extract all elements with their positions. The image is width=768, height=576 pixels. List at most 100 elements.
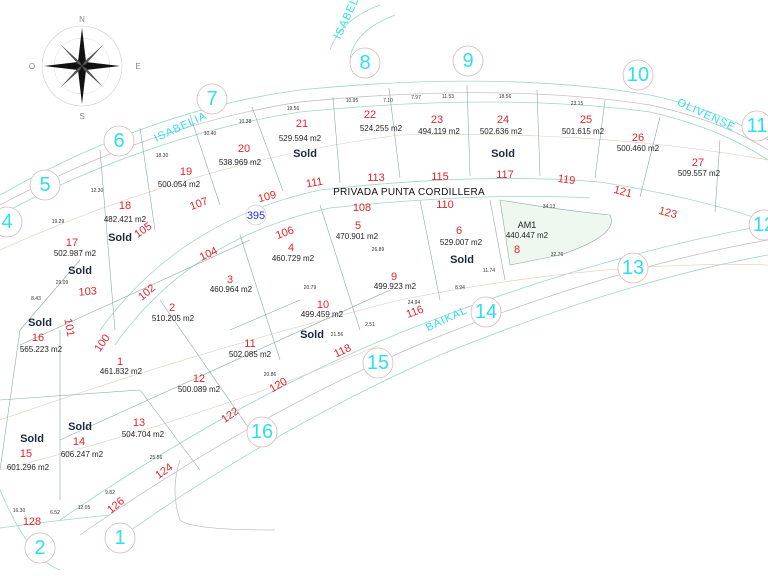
lot-area: 502.636 m2: [480, 127, 523, 136]
point-label: 8: [359, 52, 370, 74]
lot-area: 509.557 m2: [678, 169, 721, 178]
road-label: 119: [557, 173, 576, 187]
lot-number: 4: [288, 242, 294, 254]
lot-number: 5: [355, 220, 361, 232]
road-label: 101: [61, 317, 76, 337]
lot-area: 524.255 m2: [360, 124, 403, 133]
point-label: 13: [622, 257, 644, 279]
point-13: 13: [617, 252, 649, 284]
lot-number: 24: [497, 114, 509, 126]
dimension: 20.86: [264, 372, 277, 378]
road-label: 117: [496, 169, 514, 181]
lot-8[interactable]: 8: [514, 244, 520, 256]
road-label: 115: [431, 171, 449, 183]
lot-area: 499.459 m2: [301, 310, 344, 319]
road-lines: [0, 4, 768, 571]
point-8: 8: [349, 47, 381, 79]
sold-badge: Sold: [28, 317, 52, 329]
dimension: 10.95: [346, 98, 359, 104]
dimension: 11.74: [483, 268, 495, 274]
lot-area: 460.729 m2: [272, 254, 315, 263]
point-label: 4: [1, 211, 12, 233]
road-label: 113: [367, 172, 385, 184]
lot-number: 14: [73, 436, 85, 448]
sold-badge: Sold: [68, 421, 92, 433]
marker-395[interactable]: 395: [245, 204, 267, 226]
dimension: 8.94: [455, 285, 465, 291]
sold-badge: Sold: [68, 265, 92, 277]
dimension: 7.10: [383, 98, 393, 104]
dimension: 18.30: [156, 153, 169, 159]
point-label: 1: [114, 527, 125, 549]
dimension: 6.52: [50, 510, 60, 516]
lot-area: 510.205 m2: [152, 314, 195, 323]
lot-number: 18: [119, 200, 131, 212]
road-label: 126: [105, 495, 127, 516]
point-label: 5: [39, 174, 50, 196]
lot-18[interactable]: 18 482.421 m2 Sold: [104, 200, 147, 244]
road-label: 102: [136, 282, 158, 303]
lot-number: 26: [632, 132, 644, 144]
dimension: 9.82: [105, 490, 115, 496]
dimension: 23.15: [571, 101, 584, 107]
dimension: 34.13: [543, 204, 556, 210]
lot-area: 500.054 m2: [158, 180, 201, 189]
point-14: 14: [470, 296, 502, 328]
point-7: 7: [196, 83, 228, 115]
point-4: 4: [0, 206, 23, 238]
point-label: 16: [251, 421, 273, 443]
lot-area: 482.421 m2: [104, 215, 147, 224]
road-label: 103: [78, 285, 97, 299]
lot-area: 461.832 m2: [100, 367, 143, 376]
dimension: 18.56: [499, 94, 512, 100]
lot-area: 460.964 m2: [210, 285, 253, 294]
sold-badge: Sold: [108, 232, 132, 244]
dimension: 20.79: [304, 285, 317, 291]
dimension: 32.76: [551, 252, 564, 258]
lot-number: 6: [456, 225, 462, 237]
point-2: 2: [24, 532, 56, 564]
lot-area: 502.085 m2: [229, 350, 272, 359]
lot-19[interactable]: 19 500.054 m2: [158, 166, 201, 189]
lot-area: 440.447 m2: [506, 231, 549, 240]
lot-area: 500.089 m2: [178, 385, 221, 394]
lot-number: 19: [180, 166, 192, 178]
lot-boundaries: [0, 84, 721, 500]
road-label: 122: [219, 405, 241, 425]
dimension: 26.89: [372, 247, 385, 253]
marker-label: 395: [247, 210, 265, 222]
point-label: 6: [113, 130, 124, 152]
point-label: 2: [34, 537, 45, 559]
point-16: 16: [246, 416, 278, 448]
lot-area: 500.460 m2: [617, 144, 660, 153]
dimension: 19.56: [287, 106, 300, 112]
lot-number: 20: [238, 143, 250, 155]
road-label: 128: [23, 516, 41, 528]
